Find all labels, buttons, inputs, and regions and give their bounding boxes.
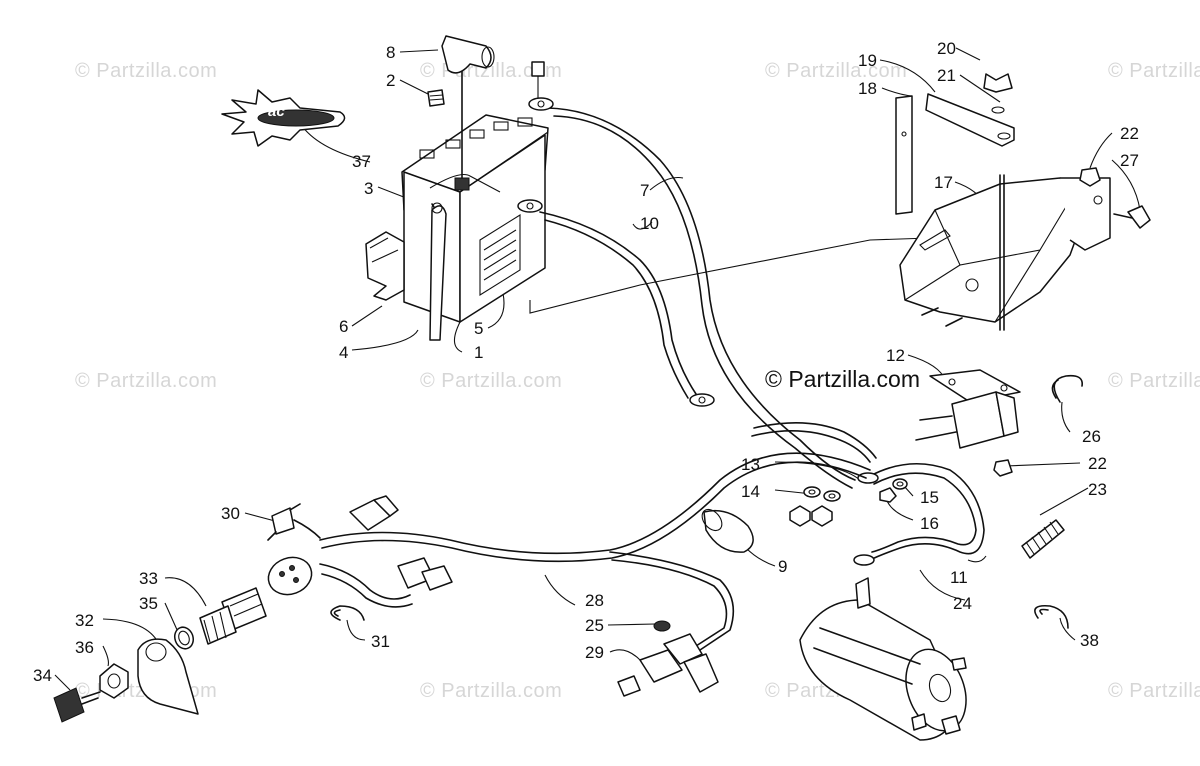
callout-12: 12 (886, 346, 905, 365)
callout-33: 33 (139, 569, 158, 588)
callout-35: 35 (139, 594, 158, 613)
solenoid-icon (915, 369, 1021, 449)
callout-23: 23 (1088, 480, 1107, 499)
callout-38: 38 (1080, 631, 1099, 650)
callout-6: 6 (339, 317, 349, 336)
callout-15: 15 (920, 488, 939, 507)
vent-tube-icon (429, 202, 447, 341)
harness-connector-icon (349, 495, 453, 591)
spring-icon (1021, 519, 1065, 559)
copyright-notice: © Partzilla.com (765, 366, 920, 392)
watermark: © Partzilla.com (420, 370, 563, 392)
callout-4: 4 (339, 343, 349, 362)
callout-19: 19 (858, 51, 877, 70)
strap-18-icon (895, 95, 913, 215)
wing-nut-icon (983, 73, 1013, 114)
cable-10-icon (517, 199, 715, 407)
nut-14-icon (789, 505, 833, 527)
bezel-nut-icon (99, 663, 129, 699)
nut-16-icon (879, 487, 897, 503)
callout-10: 10 (640, 214, 659, 233)
callout-22-bottom: 22 (1088, 454, 1107, 473)
callout-32: 32 (75, 611, 94, 630)
starter-motor-icon (799, 577, 967, 741)
ignition-switch-icon (199, 556, 313, 645)
terminal-cover-icon (701, 508, 754, 553)
callout-37: 37 (352, 152, 371, 171)
fuse-holder-icon (617, 620, 719, 697)
callout-2: 2 (386, 71, 396, 90)
callout-1: 1 (474, 343, 484, 362)
callout-28: 28 (585, 591, 604, 610)
watermark: © Partzilla.com (1108, 60, 1200, 82)
callout-22-top: 22 (1120, 124, 1139, 143)
callout-9: 9 (778, 557, 788, 576)
callout-7: 7 (640, 181, 650, 200)
callout-29: 29 (585, 643, 604, 662)
logo-decal-icon: ac (221, 89, 346, 147)
leader-lines (54, 47, 1141, 691)
callout-16: 16 (920, 514, 939, 533)
callout-24: 24 (953, 594, 972, 613)
callout-13: 13 (741, 455, 760, 474)
callout-26: 26 (1082, 427, 1101, 446)
callout-5: 5 (474, 319, 484, 338)
cable-11-icon (853, 462, 985, 566)
logo-text: ac (268, 103, 285, 120)
callout-34: 34 (33, 666, 52, 685)
wiring-harness-icon (319, 422, 877, 651)
snap-ring-31-icon (330, 605, 365, 621)
watermark: © Partzilla.com (420, 680, 563, 702)
o-ring-icon (173, 626, 195, 650)
battery-tray-icon (899, 174, 1111, 331)
watermark: © Partzilla.com (75, 60, 218, 82)
watermark: © Partzilla.com (1108, 680, 1200, 702)
snap-ring-38-icon (1034, 604, 1069, 629)
callout-30: 30 (221, 504, 240, 523)
bolt-27-icon (1113, 205, 1151, 229)
callout-31: 31 (371, 632, 390, 651)
nut-22-top-icon (1079, 167, 1101, 187)
callout-27: 27 (1120, 151, 1139, 170)
key-icon (53, 687, 101, 723)
hold-down-bar-icon (925, 93, 1015, 147)
watermark: © Partzilla.com (75, 370, 218, 392)
washer-15-icon (892, 478, 908, 490)
bezel-plate-icon (137, 638, 199, 715)
callout-14: 14 (741, 482, 760, 501)
battery-pad-icon (365, 231, 405, 301)
washer-13-icon (803, 486, 841, 502)
nut-22-bottom-icon (993, 459, 1013, 477)
diode-icon (267, 503, 321, 541)
callout-17: 17 (934, 173, 953, 192)
callout-20: 20 (937, 39, 956, 58)
callout-8: 8 (386, 43, 396, 62)
vent-plug-icon (427, 89, 445, 107)
snap-ring-26-icon (1051, 374, 1083, 403)
battery-icon (401, 61, 549, 323)
callout-11: 11 (950, 568, 968, 587)
callout-18: 18 (858, 79, 877, 98)
callout-36: 36 (75, 638, 94, 657)
terminal-boot-icon (441, 35, 495, 74)
callout-3: 3 (364, 179, 374, 198)
callout-21: 21 (937, 66, 956, 85)
watermark: © Partzilla.com (1108, 370, 1200, 392)
callout-25: 25 (585, 616, 604, 635)
watermark: © Partzilla.com (765, 60, 908, 82)
